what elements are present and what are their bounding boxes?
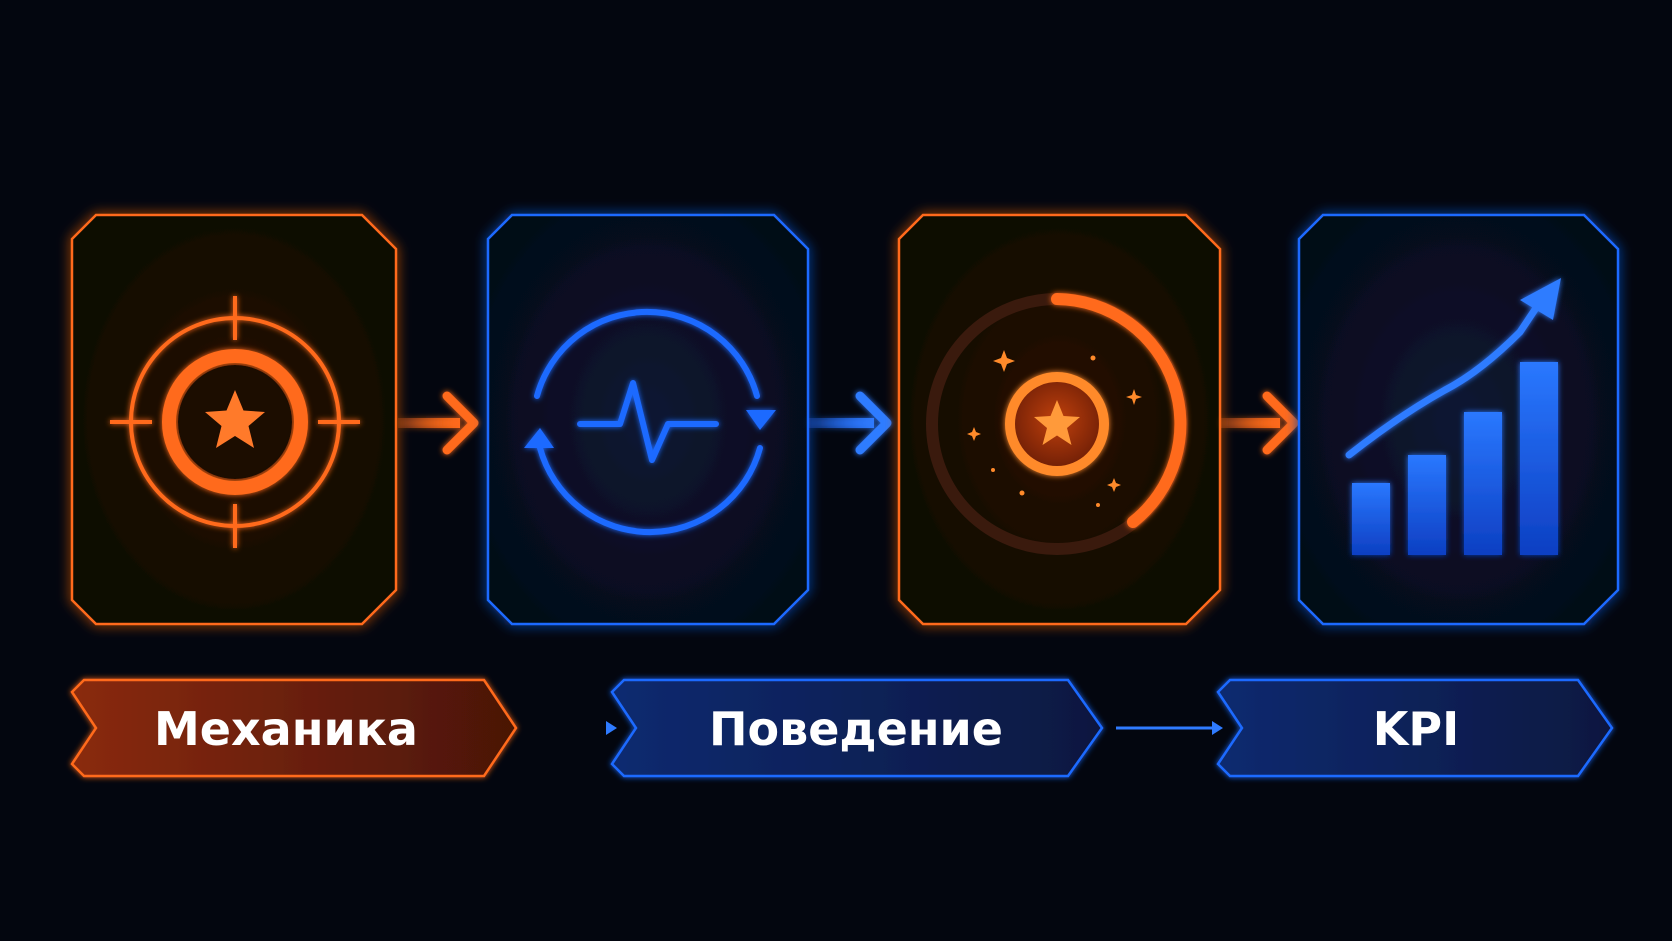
cycle-pulse-icon xyxy=(524,308,776,536)
label-kpi: KPI xyxy=(1216,678,1614,778)
card-behavior xyxy=(486,213,810,626)
card-reward xyxy=(897,213,1222,626)
arrow-3 xyxy=(1220,391,1299,455)
label-behavior-text: Поведение xyxy=(709,702,1003,756)
label-mechanics-text: Механика xyxy=(154,702,418,756)
label-behavior: Поведение xyxy=(610,678,1104,778)
arrow-2 xyxy=(808,391,892,455)
growth-chart-icon xyxy=(1345,278,1561,555)
connector-1 xyxy=(530,721,617,735)
card-kpi xyxy=(1297,213,1620,626)
arrow-1 xyxy=(398,391,479,455)
sparkle-icon xyxy=(967,350,1142,507)
card-mechanics xyxy=(70,213,398,626)
label-kpi-text: KPI xyxy=(1373,702,1459,756)
connector-2 xyxy=(1116,721,1223,735)
label-mechanics: Механика xyxy=(70,678,518,778)
reward-progress-icon xyxy=(926,293,1188,555)
target-star-icon xyxy=(110,296,360,548)
